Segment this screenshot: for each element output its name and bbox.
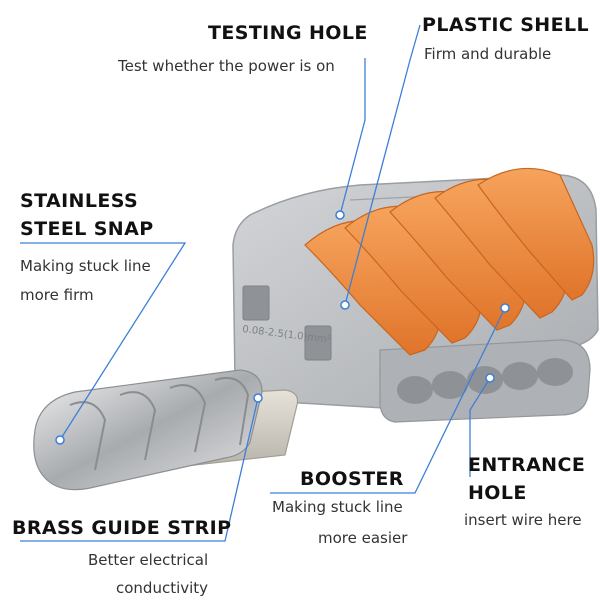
brass-strip-title: BRASS GUIDE STRIP (12, 517, 232, 539)
plastic-shell-title: PLASTIC SHELL (422, 14, 589, 36)
callout-testing-hole (339, 58, 366, 216)
callout-plastic-shell (344, 24, 421, 306)
callout-booster (270, 307, 506, 494)
stainless-snap-title-line2: STEEL SNAP (20, 218, 154, 240)
dot-plastic-shell (340, 300, 350, 310)
entrance-hole-title-line1: ENTRANCE (468, 454, 586, 476)
brass-strip-desc-line1: Better electrical (88, 551, 209, 569)
dot-booster (500, 303, 510, 313)
entrance-hole-desc: insert wire here (464, 511, 582, 529)
stainless-snap-title-line1: STAINLESS (20, 190, 139, 212)
testing-holes (242, 285, 332, 361)
callout-lines (20, 24, 506, 542)
testing-hole-desc: Test whether the power is on (118, 57, 335, 75)
booster-desc-line2: more easier (318, 529, 408, 547)
brass-strip-desc-line2: conductivity (116, 579, 209, 597)
dot-stainless-snap (55, 435, 65, 445)
dot-brass-strip (253, 393, 263, 403)
stainless-snap-desc-line1: Making stuck line (20, 257, 151, 275)
stainless-snap-desc-line2: more firm (20, 286, 94, 304)
callout-dots (55, 210, 510, 445)
orange-levers (304, 167, 595, 356)
booster-title: BOOSTER (300, 468, 404, 490)
dot-testing-hole (335, 210, 345, 220)
plastic-shell-desc: Firm and durable (424, 45, 552, 63)
entrance-holes (397, 358, 573, 404)
dot-entrance-hole (485, 373, 495, 383)
callout-stainless-snap (20, 242, 187, 441)
testing-hole-title: TESTING HOLE (208, 22, 368, 44)
booster-desc-line1: Making stuck line (272, 498, 403, 516)
callout-brass-strip (20, 397, 259, 542)
stainless-steel-snap (33, 369, 263, 491)
entrance-hole-title-line2: HOLE (468, 482, 527, 504)
callout-entrance-hole (469, 377, 491, 477)
